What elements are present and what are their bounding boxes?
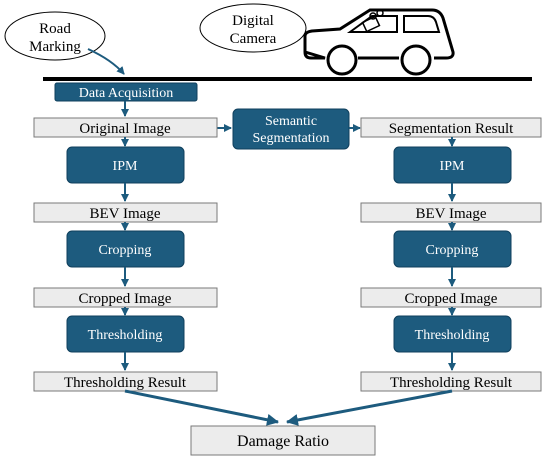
- road-marking-line-2: Marking: [29, 39, 81, 55]
- right-cropping-label: Cropping: [426, 243, 479, 258]
- left-cropping-label: Cropping: [99, 243, 152, 258]
- left-bev-label: BEV Image: [90, 206, 161, 222]
- road-marking-pointer: [87, 48, 125, 75]
- right-ipm-label: IPM: [440, 159, 465, 174]
- right-original-label: Segmentation Result: [389, 121, 514, 137]
- right-result-label: Thresholding Result: [390, 375, 513, 391]
- data-acquisition-label: Data Acquisition: [79, 86, 174, 101]
- road-marking-line-1: Road: [39, 21, 71, 37]
- semantic-segmentation-line-1: Semantic: [265, 114, 317, 129]
- left-result-label: Thresholding Result: [64, 375, 187, 391]
- arrow-left-to-damage: [124, 389, 279, 426]
- damage-ratio-label: Damage Ratio: [237, 433, 329, 450]
- digital-camera-line-2: Camera: [230, 31, 277, 47]
- right-cropped-label: Cropped Image: [405, 291, 498, 307]
- left-thresholding-label: Thresholding: [88, 328, 163, 343]
- left-column: Original Image IPM BEV Image Cropping Cr…: [33, 101, 218, 392]
- right-thresholding-label: Thresholding: [415, 328, 490, 343]
- right-column: Segmentation Result IPM BEV Image Croppi…: [360, 117, 542, 392]
- right-bev-label: BEV Image: [416, 206, 487, 222]
- digital-camera-line-1: Digital: [232, 13, 274, 29]
- left-original-label: Original Image: [79, 121, 171, 137]
- road-marking-callout: Road Marking: [4, 11, 125, 75]
- semantic-segmentation-line-2: Segmentation: [253, 131, 330, 146]
- left-cropped-label: Cropped Image: [79, 291, 172, 307]
- car-icon: [303, 8, 455, 76]
- digital-camera-callout: Digital Camera: [199, 3, 307, 53]
- left-ipm-label: IPM: [113, 159, 138, 174]
- camera-icon: [361, 9, 384, 33]
- arrow-right-to-damage: [286, 389, 453, 426]
- damage-ratio-box: [190, 425, 376, 456]
